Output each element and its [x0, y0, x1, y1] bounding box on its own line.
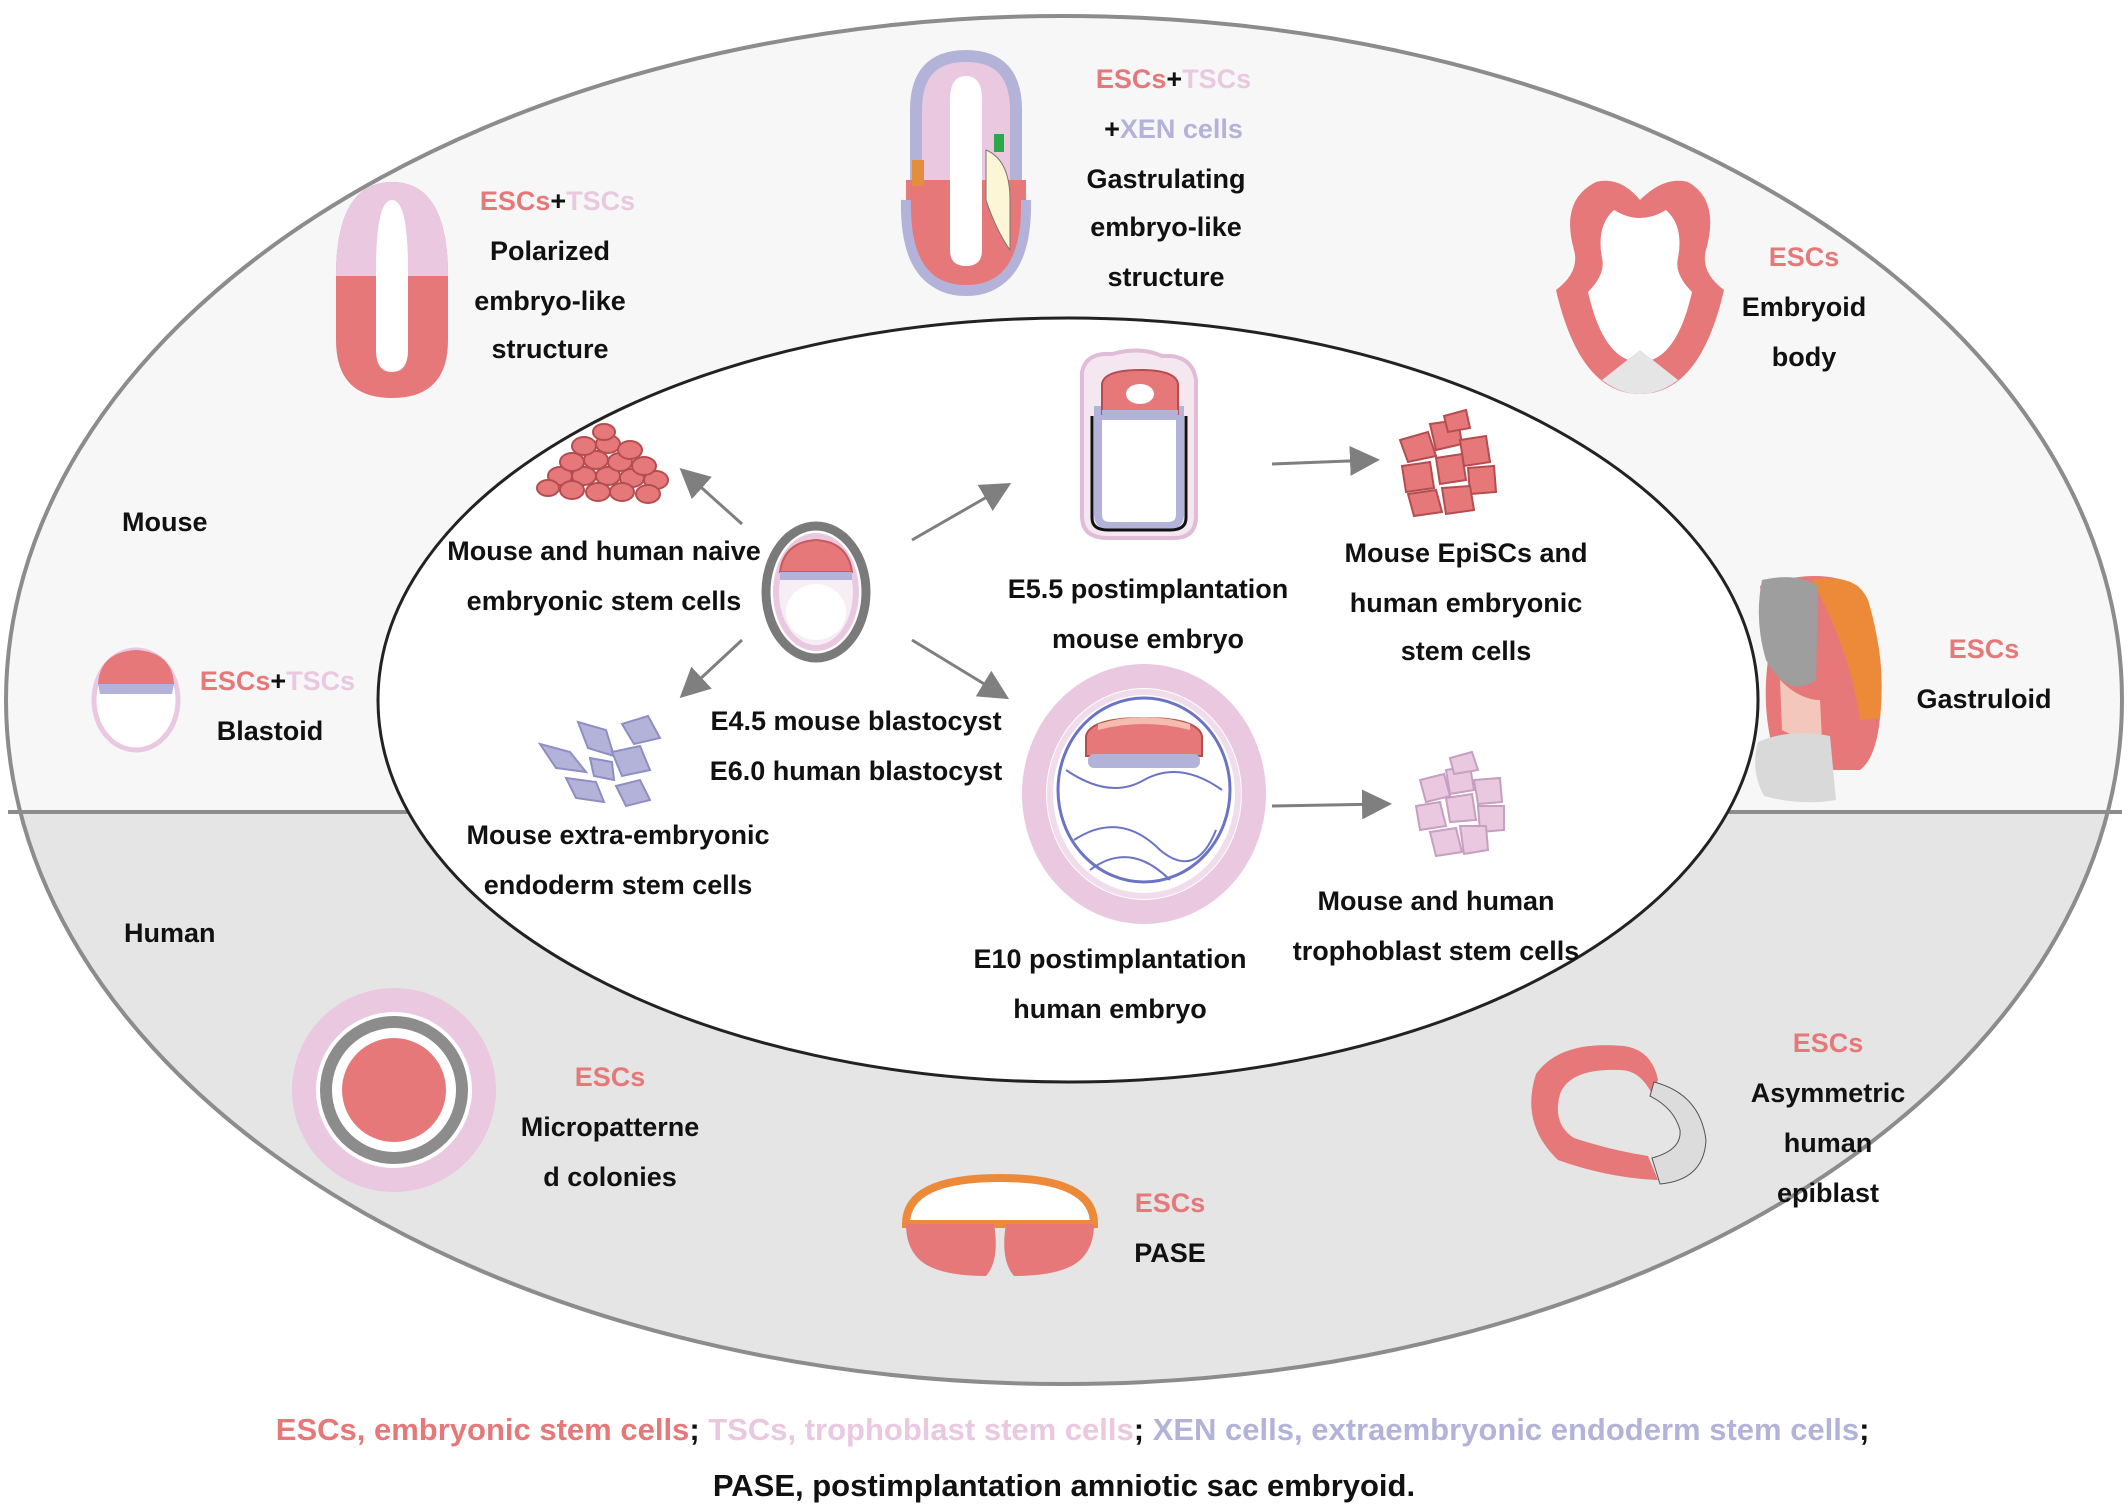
polarized-cells: ESCs+TSCs	[442, 186, 657, 216]
polarized-label-line3: structure	[491, 334, 608, 364]
asymmetric-cells: ESCs	[1793, 1028, 1864, 1058]
human-region-label: Human	[124, 918, 216, 948]
arrow-to-tscs	[1271, 789, 1392, 820]
blastoid-cells: ESCs+TSCs	[162, 666, 377, 696]
naive-esc-label-line1: Mouse and human naive	[447, 536, 761, 566]
xen-label-line2: endoderm stem cells	[484, 870, 753, 900]
polarized-label-line1: Polarized	[490, 236, 610, 266]
embryoid-cells: ESCs	[1769, 242, 1840, 272]
arrows	[679, 445, 1392, 820]
legend-xen-full: extraembryonic endoderm stem cells	[1311, 1412, 1859, 1447]
arrow-to-naive-escs	[679, 467, 744, 526]
e55-label-line2: mouse embryo	[1052, 624, 1244, 654]
arrow-to-e55-embryo	[911, 483, 1012, 542]
e55-embryo-illustration	[1080, 348, 1198, 540]
e10-label-line2: human embryo	[1013, 994, 1207, 1024]
gastruloid-label-line1: Gastruloid	[1916, 684, 2051, 714]
gastrulating-cells-line2: +XEN cells	[1067, 114, 1266, 144]
embryoid-body-illustration	[1556, 180, 1724, 394]
xen-cells-illustration	[537, 714, 662, 808]
gastrulating-cells-line1: ESCs+TSCs	[1058, 64, 1273, 94]
micropatterned-label-line2: d colonies	[543, 1162, 677, 1192]
blastocyst-label-line1: E4.5 mouse blastocyst	[710, 706, 1001, 736]
episc-cluster-illustration	[1398, 408, 1498, 518]
legend-esc-abbr: ESCs	[276, 1412, 357, 1447]
e55-label-line1: E5.5 postimplantation	[1008, 574, 1289, 604]
legend-tsc-abbr: TSCs	[708, 1412, 787, 1447]
outer-ellipse-border	[4, 14, 2124, 1386]
pase-cells: ESCs	[1135, 1188, 1206, 1218]
gastrulating-structure-illustration	[900, 49, 1032, 297]
episc-label-line3: stem cells	[1401, 636, 1532, 666]
legend-tsc-full: trophoblast stem cells	[805, 1412, 1134, 1447]
mouse-region-label: Mouse	[122, 507, 208, 537]
e10-embryo-illustration	[1022, 664, 1266, 924]
asymmetric-label-line3: epiblast	[1777, 1178, 1879, 1208]
legend-pase: PASE, postimplantation amniotic sac embr…	[713, 1468, 1415, 1503]
gastrulating-label-line1: Gastrulating	[1086, 164, 1245, 194]
blastoid-illustration	[91, 647, 181, 753]
gastruloid-cells: ESCs	[1949, 634, 2020, 664]
embryoid-label-line2: body	[1772, 342, 1837, 372]
embryoid-label-line1: Embryoid	[1742, 292, 1867, 322]
gastruloid-illustration	[1755, 576, 1882, 803]
tsc-label-line1: Mouse and human	[1317, 886, 1554, 916]
arrow-to-episcs	[1271, 445, 1380, 476]
arrow-to-xen-cells	[679, 638, 744, 699]
e10-label-line1: E10 postimplantation	[973, 944, 1246, 974]
blastocyst-label-line2: E6.0 human blastocyst	[710, 756, 1003, 786]
pase-label-line1: PASE	[1134, 1238, 1206, 1268]
pase-illustration	[901, 1173, 1099, 1276]
gastrulating-label-line3: structure	[1107, 262, 1224, 292]
legend-abbreviations: ESCs, embryonic stem cells; TSCs, tropho…	[233, 1412, 1896, 1447]
blastocyst-illustration	[761, 521, 871, 663]
tsc-label-line2: trophoblast stem cells	[1293, 936, 1580, 966]
naive-esc-label-line2: embryonic stem cells	[467, 586, 742, 616]
episc-label-line1: Mouse EpiSCs and	[1344, 538, 1587, 568]
polarized-structure-illustration	[336, 182, 448, 398]
gastrulating-label-line2: embryo-like	[1090, 212, 1242, 242]
asymmetric-label-line1: Asymmetric	[1751, 1078, 1906, 1108]
asymmetric-label-line2: human	[1784, 1128, 1873, 1158]
micropatterned-cells: ESCs	[575, 1062, 646, 1092]
arrow-to-e10-embryo	[911, 638, 1010, 700]
tsc-cluster-illustration	[1414, 750, 1505, 858]
legend-esc-full: embryonic stem cells	[374, 1412, 689, 1447]
polarized-label-line2: embryo-like	[474, 286, 626, 316]
blastoid-label-line1: Blastoid	[217, 716, 324, 746]
xen-label-line1: Mouse extra-embryonic	[466, 820, 769, 850]
micropatterned-label-line1: Micropatterne	[521, 1112, 700, 1142]
naive-esc-cluster-illustration	[536, 423, 669, 504]
micropatterned-colony-illustration	[292, 988, 496, 1192]
legend-xen-abbr: XEN cells	[1153, 1412, 1294, 1447]
episc-label-line2: human embryonic	[1350, 588, 1583, 618]
asymmetric-epiblast-illustration	[1531, 1045, 1707, 1185]
